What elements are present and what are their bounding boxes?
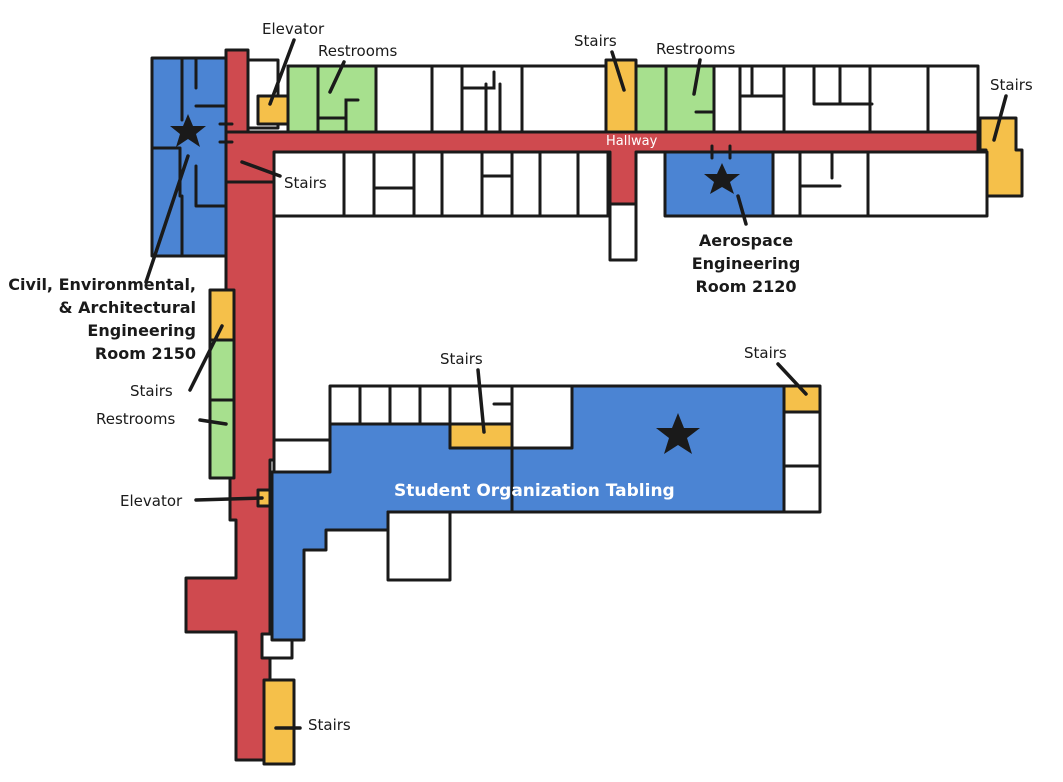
label-stairs-center: Stairs bbox=[440, 350, 483, 368]
restrooms-left-mid bbox=[208, 338, 236, 480]
stairs-bottom bbox=[262, 678, 296, 766]
label-civil-line3: Engineering bbox=[87, 321, 196, 340]
label-stairs-right: Stairs bbox=[744, 344, 787, 362]
west-strip bbox=[208, 288, 296, 766]
south-block bbox=[270, 384, 822, 642]
label-stairs-top-right: Stairs bbox=[990, 76, 1033, 94]
stairs-top-mid bbox=[604, 58, 638, 134]
star-icon bbox=[656, 413, 700, 454]
room-row-top bbox=[374, 64, 608, 134]
label-elevator-left: Elevator bbox=[120, 492, 183, 510]
restrooms-top-left bbox=[286, 64, 378, 134]
room bbox=[386, 510, 452, 582]
label-restrooms-left-mid: Restrooms bbox=[96, 410, 175, 428]
north-wing bbox=[246, 58, 1024, 262]
room bbox=[510, 384, 574, 450]
label-stairs-left-mid: Stairs bbox=[130, 382, 173, 400]
room bbox=[608, 202, 638, 262]
label-civil-line1: Civil, Environmental, bbox=[8, 275, 196, 294]
hallway-top-stub bbox=[224, 48, 250, 134]
restrooms-top-mid bbox=[634, 64, 716, 134]
label-aerospace-line1: Aerospace bbox=[699, 231, 793, 250]
star-icon bbox=[170, 114, 206, 147]
label-civil-line4: Room 2150 bbox=[95, 344, 196, 363]
label-elevator-top: Elevator bbox=[262, 20, 325, 38]
label-student-organization-tabling: Student Organization Tabling bbox=[394, 481, 675, 501]
label-aerospace-line2: Engineering bbox=[692, 254, 801, 273]
label-restrooms-top-mid: Restrooms bbox=[656, 40, 735, 58]
label-hallway: Hallway bbox=[606, 134, 658, 149]
label-stairs-top-mid: Stairs bbox=[574, 32, 617, 50]
room-row-bottom-right bbox=[771, 150, 989, 218]
room bbox=[272, 438, 332, 474]
stairs-top-right bbox=[978, 116, 1024, 198]
label-stairs-near-corner: Stairs bbox=[284, 174, 327, 192]
label-civil-line2: & Architectural bbox=[59, 298, 196, 317]
stairs-center bbox=[448, 422, 514, 450]
star-icon bbox=[704, 163, 740, 194]
label-stairs-bottom: Stairs bbox=[308, 716, 351, 734]
label-restrooms-top-left: Restrooms bbox=[318, 42, 397, 60]
label-aerospace-line3: Room 2120 bbox=[695, 277, 796, 296]
labels: Elevator Restrooms Stairs Restrooms Stai… bbox=[8, 20, 1033, 734]
room bbox=[782, 410, 822, 514]
stairs-left-mid bbox=[208, 288, 236, 342]
destination-markers bbox=[170, 114, 740, 454]
room-row-top-right bbox=[712, 64, 980, 134]
leader-lines bbox=[144, 38, 1008, 730]
